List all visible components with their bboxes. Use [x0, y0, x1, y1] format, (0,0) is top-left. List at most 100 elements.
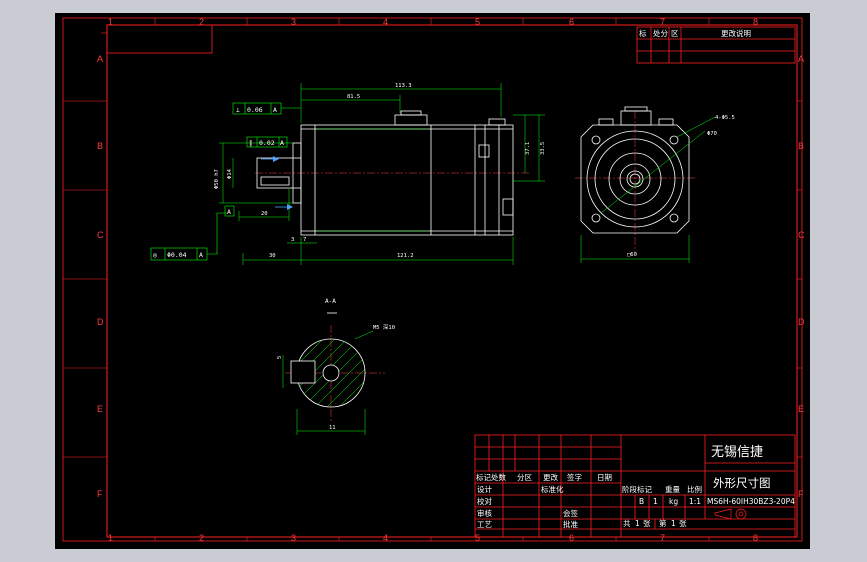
dim-key-width: 7: [303, 237, 306, 243]
dim-section-width: 11: [329, 425, 336, 431]
svg-text:第: 第: [659, 518, 667, 528]
revision-col-1: 标: [639, 28, 647, 38]
gdt-concentricity: ◎ Φ0.04 A: [150, 212, 227, 261]
revision-col-4: 更改说明: [721, 28, 751, 38]
title-block: 无锡信捷 外形尺寸图 标记 处数 分区 更改 签字 日期 设计 标准化 校对 审…: [474, 434, 796, 538]
col-label-top: 4: [383, 17, 388, 27]
svg-text:校对: 校对: [477, 496, 492, 506]
svg-text:0.02: 0.02: [259, 139, 275, 147]
row-label-right: E: [798, 404, 804, 414]
col-label-bottom: 6: [569, 533, 574, 543]
dim-hole-diameter: 4-Φ5.5: [715, 115, 735, 121]
grid-markers: [63, 18, 802, 541]
svg-text:B: B: [639, 497, 644, 506]
drawing-frame: [62, 17, 803, 542]
row-label-right: B: [798, 141, 804, 151]
row-label-left: D: [97, 317, 104, 327]
col-label-top: 2: [199, 17, 204, 27]
revision-block: 标 处分 区 更改说明: [636, 26, 796, 64]
svg-text:标准化: 标准化: [541, 484, 564, 494]
svg-text:比例: 比例: [687, 484, 702, 494]
col-label-top: 6: [569, 17, 574, 27]
col-label-bottom: 8: [753, 533, 758, 543]
side-view: □60 Φ70 4-Φ5.5: [575, 106, 735, 263]
svg-text:更改: 更改: [543, 472, 558, 482]
svg-text:1: 1: [671, 519, 676, 528]
svg-text:分区: 分区: [517, 473, 532, 482]
col-label-bottom: 1: [108, 533, 113, 543]
col-label-top: 1: [108, 17, 113, 27]
row-label-left: C: [97, 230, 104, 240]
svg-text:阶段标记: 阶段标记: [622, 484, 652, 494]
col-label-bottom: 7: [660, 533, 665, 543]
gdt-flatness: ∥ 0.02 A: [246, 136, 288, 148]
svg-text:A: A: [273, 106, 277, 114]
svg-text:会签: 会签: [563, 508, 578, 518]
svg-text:◎: ◎: [153, 251, 157, 259]
model-number: MS6H-60IH30BZ3-20P4: [707, 497, 795, 506]
section-view: A-A 11: [277, 298, 395, 435]
svg-text:日期: 日期: [597, 473, 612, 482]
row-label-right: D: [798, 317, 805, 327]
svg-text:处数: 处数: [491, 472, 506, 482]
col-label-bottom: 3: [291, 533, 296, 543]
dim-shaft-diameter: Φ14: [227, 168, 233, 179]
row-label-right: C: [798, 230, 805, 240]
svg-text:批准: 批准: [563, 519, 578, 529]
svg-text:张: 张: [643, 519, 651, 528]
svg-text:A: A: [227, 208, 231, 216]
svg-text:设计: 设计: [477, 484, 492, 494]
col-label-top: 3: [291, 17, 296, 27]
section-title: A-A: [325, 298, 336, 305]
front-view: 113.3 81.5 121.2 30 20 3 7 37.1 33.5 Φ50…: [150, 83, 546, 265]
dim-flange-thickness: 3: [291, 237, 294, 243]
top-left-block: [106, 24, 213, 54]
dim-body-length: 81.5: [347, 94, 360, 100]
dim-section-height: 5: [277, 356, 283, 359]
svg-text:kg: kg: [669, 497, 678, 506]
svg-text:工艺: 工艺: [477, 520, 492, 529]
svg-text:A: A: [199, 251, 203, 259]
grid-labels: 1 2 3 4 5 6 7 8 1 2 3 4 5 6 7 8 A B C D …: [97, 17, 805, 543]
col-label-top: 5: [475, 17, 480, 27]
row-label-left: A: [97, 54, 103, 64]
svg-text:Φ0.04: Φ0.04: [167, 251, 187, 259]
col-label-bottom: 4: [383, 533, 388, 543]
company-name: 无锡信捷: [711, 445, 763, 460]
svg-text:1: 1: [635, 519, 640, 528]
dim-side-width: □60: [627, 252, 637, 258]
dim-overall-length: 113.3: [395, 83, 412, 89]
dim-height-a: 37.1: [525, 142, 531, 155]
row-label-left: B: [97, 141, 103, 151]
dim-height-b: 33.5: [540, 142, 546, 155]
dim-shaft-fit: 20: [261, 211, 268, 217]
svg-text:张: 张: [679, 519, 687, 528]
revision-col-3: 区: [671, 29, 679, 38]
dim-pcd: Φ70: [707, 131, 717, 137]
row-label-right: A: [798, 54, 804, 64]
row-label-left: F: [97, 489, 103, 499]
svg-text:重量: 重量: [665, 485, 680, 494]
drawing-canvas: 1 2 3 4 5 6 7 8 1 2 3 4 5 6 7 8 A B C D …: [62, 17, 805, 543]
datum-a: A: [224, 205, 235, 217]
svg-text:共: 共: [623, 519, 631, 528]
row-label-left: E: [97, 404, 103, 414]
projection-symbol-icon: [714, 508, 747, 520]
cad-viewport[interactable]: 1 2 3 4 5 6 7 8 1 2 3 4 5 6 7 8 A B C D …: [55, 13, 810, 549]
svg-text:1:1: 1:1: [689, 497, 701, 506]
col-label-bottom: 2: [199, 533, 204, 543]
svg-text:⊥: ⊥: [236, 106, 240, 114]
svg-text:A: A: [280, 139, 284, 147]
gdt-perpendicularity: ⊥ 0.06 A: [232, 102, 301, 115]
col-label-top: 7: [660, 17, 665, 27]
svg-text:∥: ∥: [249, 139, 252, 147]
dim-pilot-diameter: Φ50 h7: [214, 169, 220, 189]
svg-text:0.06: 0.06: [247, 106, 263, 114]
revision-col-2: 处分: [653, 28, 668, 38]
drawing-title: 外形尺寸图: [713, 476, 771, 490]
col-label-bottom: 5: [475, 533, 480, 543]
svg-text:1: 1: [653, 497, 658, 506]
row-label-right: F: [798, 489, 804, 499]
dim-base-length: 121.2: [397, 253, 414, 259]
svg-text:签字: 签字: [567, 472, 582, 482]
